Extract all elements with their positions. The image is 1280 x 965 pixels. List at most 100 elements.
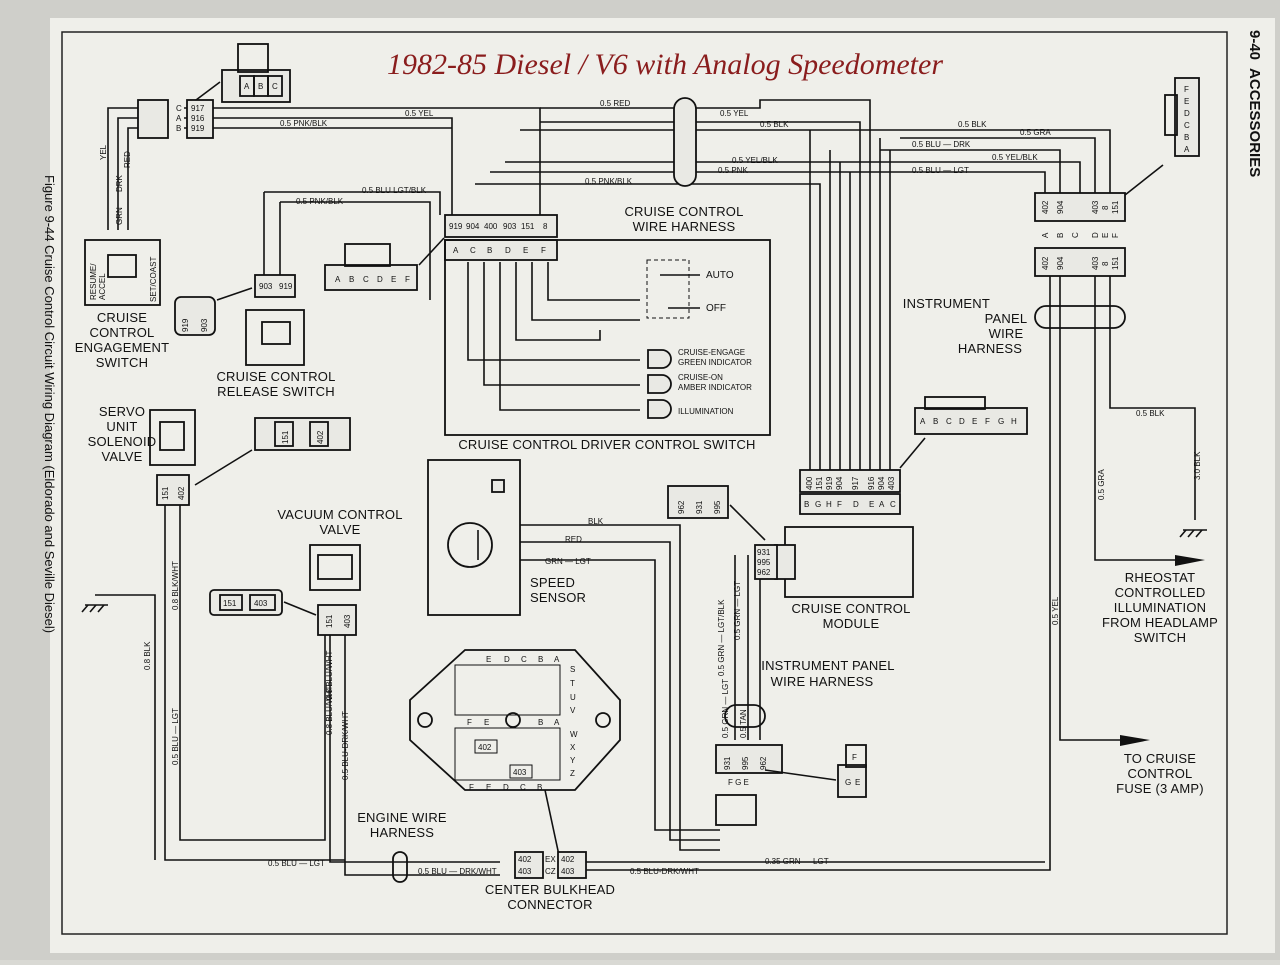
svg-text:C: C: [890, 500, 896, 509]
svg-text:T: T: [570, 679, 575, 688]
paper-sheet: [50, 18, 1275, 953]
svg-text:B: B: [537, 783, 542, 792]
rheostat-label: RHEOSTAT CONTROLLED ILLUMINATION FROM HE…: [1102, 570, 1218, 645]
svg-text:RESUME/: RESUME/: [89, 263, 98, 300]
svg-text:403: 403: [561, 867, 575, 876]
svg-text:0.5 YEL: 0.5 YEL: [720, 109, 749, 118]
svg-text:C: C: [272, 82, 278, 91]
svg-text:0.5 BLU-DRK/WHT: 0.5 BLU-DRK/WHT: [630, 867, 699, 876]
svg-text:0.5 BLU-DRK/WHT: 0.5 BLU-DRK/WHT: [341, 711, 350, 780]
svg-text:0.5 BLU — LGT: 0.5 BLU — LGT: [912, 166, 969, 175]
svg-text:SWITCH: SWITCH: [96, 355, 148, 370]
svg-text:F: F: [1111, 233, 1120, 238]
servo-connector: 151 402: [156, 474, 190, 506]
svg-text:E: E: [1101, 233, 1110, 238]
harness-markers: [392, 97, 1126, 883]
svg-text:A: A: [554, 655, 560, 664]
svg-text:919: 919: [825, 476, 834, 490]
module-plug: A B C D E F G H: [899, 396, 1028, 469]
servo-plug: 151 402: [194, 417, 351, 486]
svg-text:FROM HEADLAMP: FROM HEADLAMP: [1102, 615, 1218, 630]
bottom-connector: 931 995 962 F G E: [715, 744, 783, 826]
svg-text:C: C: [1184, 121, 1190, 130]
svg-text:3.0 BLK: 3.0 BLK: [1193, 451, 1202, 480]
svg-text:TO CRUISE: TO CRUISE: [1124, 751, 1196, 766]
svg-text:E: E: [869, 500, 874, 509]
svg-text:931: 931: [695, 500, 704, 514]
svg-text:A: A: [1041, 232, 1050, 238]
svg-text:B: B: [176, 124, 181, 133]
svg-text:F G E: F G E: [728, 778, 749, 787]
svg-text:403: 403: [1091, 200, 1100, 214]
svg-text:904: 904: [877, 476, 886, 490]
svg-text:0.8 BLK: 0.8 BLK: [143, 641, 152, 670]
svg-text:B: B: [1184, 133, 1189, 142]
ip-harness-right-label: INSTRUMENT PANEL WIRE HARNESS: [903, 296, 1027, 356]
svg-text:916: 916: [191, 114, 205, 123]
svg-text:904: 904: [1056, 256, 1065, 270]
svg-text:0.5 GRN — LGT: 0.5 GRN — LGT: [721, 679, 730, 738]
svg-text:403: 403: [518, 867, 532, 876]
svg-text:0.5 GRA: 0.5 GRA: [1097, 469, 1106, 500]
svg-text:917: 917: [851, 476, 860, 490]
ip-connector-mid: 402 904 403 8 151: [1034, 247, 1126, 277]
vacuum-control-valve: VACUUM CONTROL VALVE: [277, 507, 402, 591]
svg-text:8: 8: [1101, 261, 1110, 266]
svg-text:0.5 GRN — LGT/BLK: 0.5 GRN — LGT/BLK: [717, 599, 726, 676]
svg-text:C: C: [470, 246, 476, 255]
speed-connector: 931 995 962: [754, 544, 778, 580]
svg-text:ACCEL: ACCEL: [98, 273, 107, 300]
svg-text:995: 995: [741, 756, 750, 770]
svg-text:E: E: [1184, 97, 1189, 106]
svg-text:CRUISE CONTROL: CRUISE CONTROL: [216, 369, 335, 384]
svg-text:0.5 GRN — LGT: 0.5 GRN — LGT: [733, 581, 742, 640]
svg-text:VALVE: VALVE: [320, 522, 361, 537]
vacuum-plug: 151 403: [209, 589, 317, 616]
svg-text:903: 903: [259, 282, 273, 291]
svg-text:RED: RED: [565, 535, 582, 544]
svg-text:INSTRUMENT PANEL: INSTRUMENT PANEL: [761, 658, 894, 673]
top-plug-abc: A B C: [195, 43, 291, 103]
release-plug: 919 903: [174, 287, 253, 336]
svg-text:F: F: [852, 753, 857, 762]
svg-text:0.5 PNK/BLK: 0.5 PNK/BLK: [280, 119, 328, 128]
release-switch-connector: 903 919: [245, 274, 305, 366]
svg-text:VACUUM CONTROL: VACUUM CONTROL: [277, 507, 402, 522]
figure-caption: Figure 9-44 Cruise Control Circuit Wirin…: [42, 175, 57, 633]
svg-text:0.5 BLU — LGT: 0.5 BLU — LGT: [171, 708, 180, 765]
vacuum-connector: 151 403: [317, 604, 357, 636]
right-plug: F E D C B A: [1124, 77, 1200, 196]
svg-text:962: 962: [677, 500, 686, 514]
svg-text:HARNESS: HARNESS: [958, 341, 1022, 356]
svg-text:ENGAGEMENT: ENGAGEMENT: [75, 340, 169, 355]
svg-text:0.5 BLU — DRK/WHT: 0.5 BLU — DRK/WHT: [418, 867, 497, 876]
ground-symbols: [81, 529, 1207, 613]
svg-text:0.5 BLU — LGT: 0.5 BLU — LGT: [268, 859, 325, 868]
svg-text:151: 151: [815, 476, 824, 490]
svg-text:917: 917: [191, 104, 205, 113]
svg-text:S: S: [570, 665, 575, 674]
engagement-switch-label: CRUISE CONTROL ENGAGEMENT SWITCH: [75, 310, 169, 370]
svg-text:YEL: YEL: [99, 144, 108, 160]
svg-text:SERVO: SERVO: [99, 404, 145, 419]
bulkhead-pin-labels: E D C B A S T U V W X Y Z F E B A 402 40…: [467, 655, 578, 792]
svg-text:B: B: [1056, 233, 1065, 238]
driver-switch-label: CRUISE CONTROL DRIVER CONTROL SWITCH: [458, 437, 755, 452]
svg-text:CENTER BULKHEAD: CENTER BULKHEAD: [485, 882, 615, 897]
svg-text:E: E: [486, 783, 491, 792]
svg-text:916: 916: [867, 476, 876, 490]
svg-text:MODULE: MODULE: [823, 616, 880, 631]
bulkhead-main: [409, 649, 621, 791]
svg-text:403: 403: [513, 768, 527, 777]
svg-text:CONNECTOR: CONNECTOR: [507, 897, 592, 912]
svg-text:ENGINE WIRE: ENGINE WIRE: [357, 810, 447, 825]
svg-text:402: 402: [177, 486, 186, 500]
svg-text:919: 919: [181, 318, 190, 332]
svg-text:HARNESS: HARNESS: [370, 825, 434, 840]
svg-text:151: 151: [521, 222, 535, 231]
svg-text:CZ: CZ: [545, 867, 556, 876]
svg-text:E: E: [523, 246, 528, 255]
svg-text:0.5 BLK: 0.5 BLK: [760, 120, 789, 129]
page-number: 9-40ACCESSORIES: [1246, 30, 1263, 177]
svg-text:VALVE: VALVE: [102, 449, 143, 464]
